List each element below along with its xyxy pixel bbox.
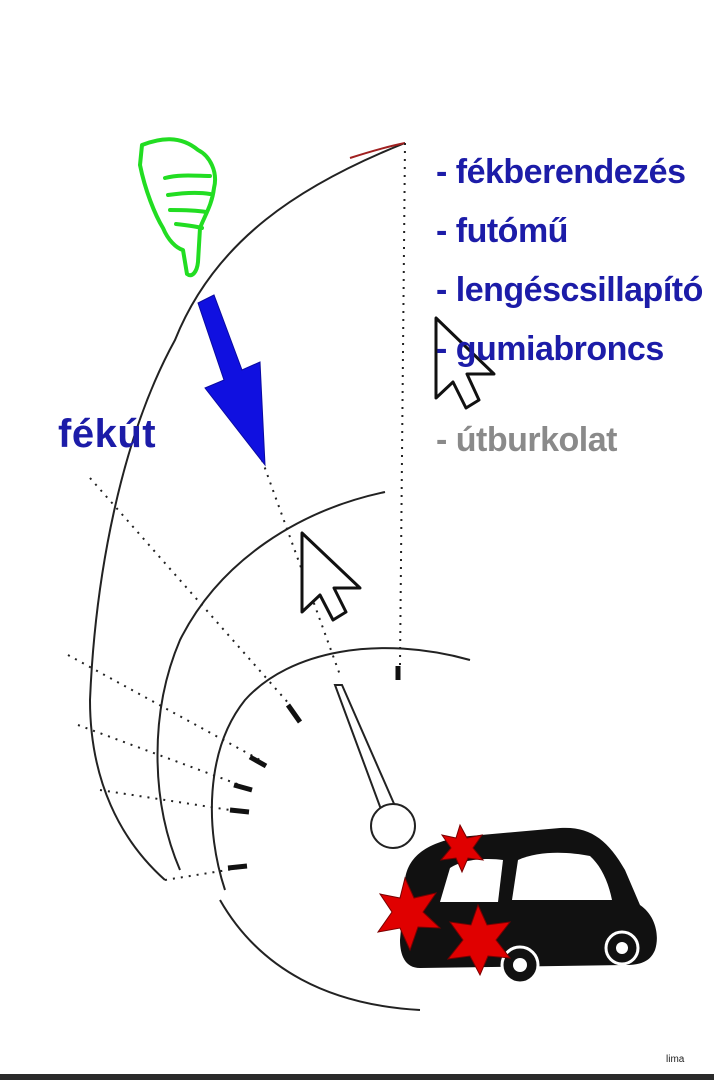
bottom-arc (219, 899, 421, 1011)
middle-arc (156, 491, 386, 871)
braking-distance-label: fékút (58, 412, 157, 456)
list-item-brakes: - fékberendezés (436, 153, 686, 191)
list-item-road-surface: - útburkolat (436, 421, 617, 459)
down-arrow-icon (197, 294, 266, 467)
inner-arc (210, 647, 471, 891)
dotted-lines (67, 142, 406, 881)
mouse-cursor-icon (434, 316, 496, 410)
mouse-cursor-icon (300, 531, 362, 622)
gauge-ticks (227, 666, 401, 871)
gauge-needle (333, 684, 416, 849)
outer-arc-top-red (349, 142, 406, 159)
star-burst-icon (376, 876, 442, 952)
star-burst-icon (446, 903, 512, 977)
car-icon (400, 827, 657, 985)
bottom-border (0, 1074, 714, 1080)
list-item-chassis: - futómű (436, 212, 568, 250)
credit-text: lima (666, 1054, 685, 1065)
distance-arcs (88, 142, 471, 1011)
list-item-shock-absorber: - lengéscsillapító (436, 271, 703, 309)
list-item-tire: - gumiabroncs (436, 330, 664, 368)
outer-arc (88, 142, 406, 881)
star-burst-icon (439, 823, 485, 874)
pointing-hand-icon (138, 137, 217, 278)
